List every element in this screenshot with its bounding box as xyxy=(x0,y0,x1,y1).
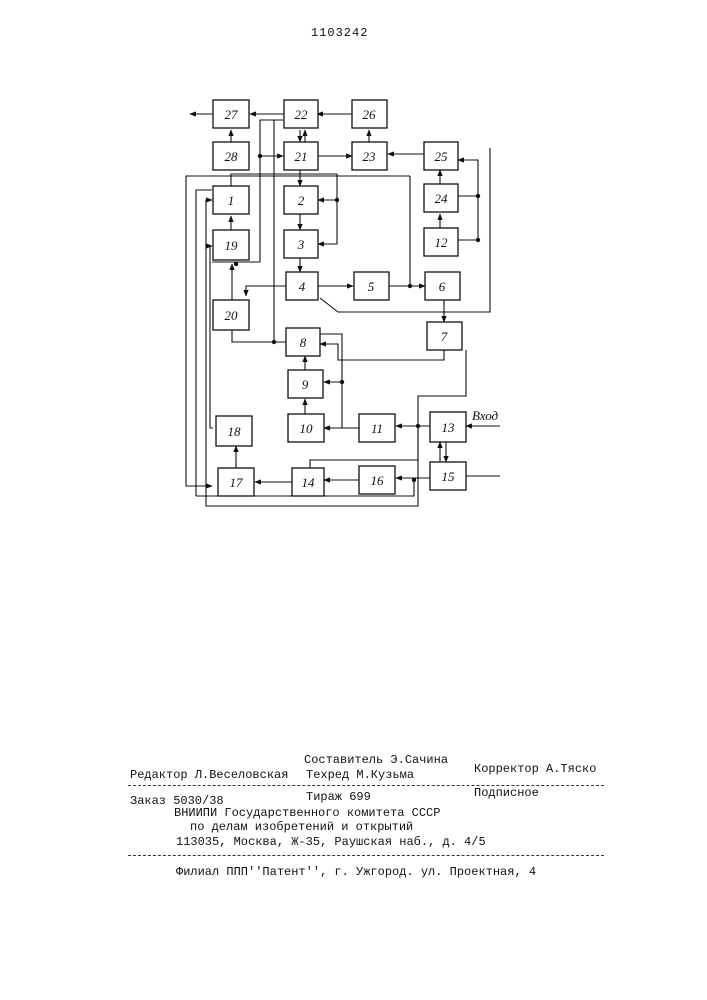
svg-text:15: 15 xyxy=(442,469,456,484)
block-4: 4 xyxy=(286,272,318,300)
svg-text:9: 9 xyxy=(302,377,309,392)
block-10: 10 xyxy=(288,414,324,442)
svg-text:6: 6 xyxy=(439,279,446,294)
subscription-text: Подписное xyxy=(474,786,539,800)
svg-text:4: 4 xyxy=(299,279,306,294)
svg-text:13: 13 xyxy=(442,420,456,435)
svg-text:10: 10 xyxy=(300,421,314,436)
block-17: 17 xyxy=(218,468,254,496)
branch-text: Филиал ППП''Патент'', г. Ужгород. ул. Пр… xyxy=(176,865,536,879)
corrector-text: Корректор А.Тяско xyxy=(474,762,596,776)
separator-2 xyxy=(128,855,604,856)
block-19: 19 xyxy=(213,230,249,260)
svg-text:20: 20 xyxy=(225,308,239,323)
block-16: 16 xyxy=(359,466,395,494)
org-line-2: по делам изобретений и открытий xyxy=(190,820,413,834)
block-22: 22 xyxy=(284,100,318,128)
block-6: 6 xyxy=(425,272,460,300)
address-text: 113035, Москва, Ж-35, Раушская наб., д. … xyxy=(176,835,486,849)
block-26: 26 xyxy=(352,100,387,128)
svg-text:23: 23 xyxy=(363,149,377,164)
block-9: 9 xyxy=(288,370,323,398)
svg-text:8: 8 xyxy=(300,335,307,350)
svg-text:22: 22 xyxy=(295,107,309,122)
block-28: 28 xyxy=(213,142,249,170)
block-20: 20 xyxy=(213,300,249,330)
block-1: 1 xyxy=(213,186,249,214)
block-12: 12 xyxy=(424,228,458,256)
block-2: 2 xyxy=(284,186,318,214)
svg-text:14: 14 xyxy=(302,475,316,490)
editor-text: Редактор Л.Веселовская xyxy=(130,768,288,782)
block-14: 14 xyxy=(292,468,324,496)
block-27: 27 xyxy=(213,100,249,128)
block-5: 5 xyxy=(354,272,389,300)
block-3: 3 xyxy=(284,230,318,258)
svg-text:2: 2 xyxy=(298,193,305,208)
svg-text:17: 17 xyxy=(230,475,244,490)
svg-text:11: 11 xyxy=(371,421,383,436)
svg-text:26: 26 xyxy=(363,107,377,122)
svg-text:19: 19 xyxy=(225,238,239,253)
block-15: 15 xyxy=(430,462,466,490)
svg-text:21: 21 xyxy=(295,149,308,164)
svg-text:27: 27 xyxy=(225,107,239,122)
block-11: 11 xyxy=(359,414,395,442)
block-23: 23 xyxy=(352,142,387,170)
block-24: 24 xyxy=(424,184,458,212)
svg-text:25: 25 xyxy=(435,149,449,164)
circulation-text: Тираж 699 xyxy=(306,790,371,804)
block-18: 18 xyxy=(216,416,252,446)
block-13: 13 xyxy=(430,412,466,442)
input-label: Вход xyxy=(472,408,499,423)
block-7: 7 xyxy=(427,322,462,350)
techred-text: Техред М.Кузьма xyxy=(306,768,414,782)
svg-text:16: 16 xyxy=(371,473,385,488)
svg-text:5: 5 xyxy=(368,279,375,294)
svg-text:1: 1 xyxy=(228,193,235,208)
org-line-1: ВНИИПИ Государственного комитета СССР xyxy=(174,806,440,820)
svg-text:28: 28 xyxy=(225,149,239,164)
block-21: 21 xyxy=(284,142,318,170)
svg-text:18: 18 xyxy=(228,424,242,439)
svg-text:24: 24 xyxy=(435,191,449,206)
svg-text:3: 3 xyxy=(297,237,305,252)
block-8: 8 xyxy=(286,328,320,356)
compiler-text: Составитель Э.Сачина xyxy=(304,753,448,767)
svg-text:12: 12 xyxy=(435,235,449,250)
svg-text:7: 7 xyxy=(441,329,448,344)
block-25: 25 xyxy=(424,142,458,170)
